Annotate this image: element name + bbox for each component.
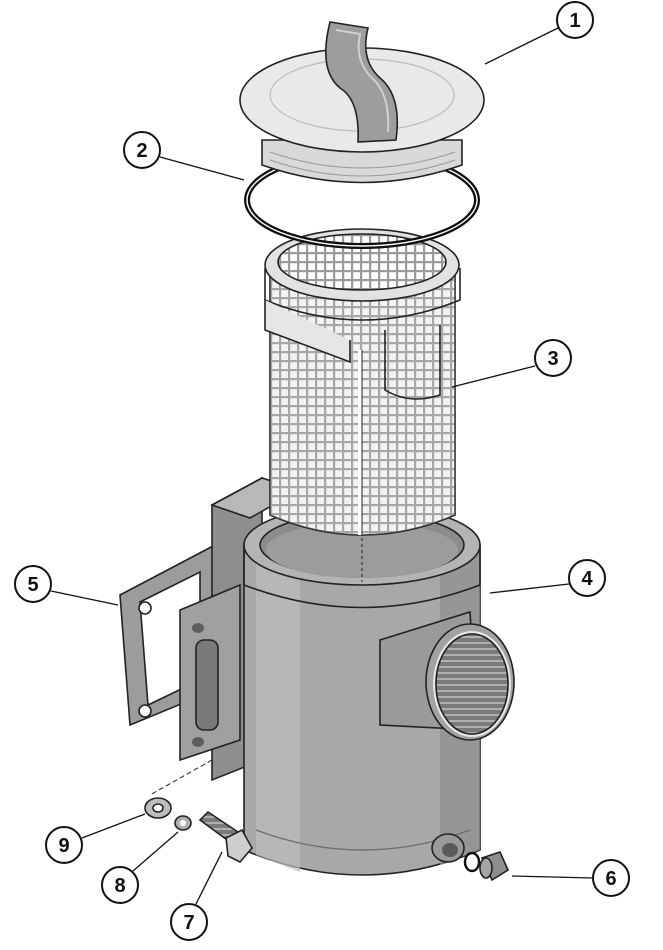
callout-circle-6: [592, 859, 630, 897]
callout-number-6: 6: [605, 868, 616, 890]
callout-number-1: 1: [569, 10, 580, 32]
callout-2: 2: [123, 131, 245, 181]
callout-number-3: 3: [547, 348, 558, 370]
callout-circle-3: [534, 339, 572, 377]
callout-leader-2: [159, 156, 245, 181]
callout-circle-1: [556, 1, 594, 39]
callout-leader-4: [489, 583, 570, 594]
lock-washer: [174, 815, 192, 831]
callout-number-4: 4: [581, 568, 593, 590]
callout-number-9: 9: [58, 835, 69, 857]
callout-circle-7: [170, 903, 208, 941]
callout-leader-5: [50, 590, 119, 606]
callout-leader-8: [132, 831, 179, 872]
callout-4: 4: [489, 559, 606, 597]
callout-leader-3: [451, 365, 536, 388]
callout-leader-7: [195, 851, 223, 905]
callout-8: 8: [101, 831, 179, 904]
callout-circle-9: [45, 826, 83, 864]
callout-number-5: 5: [27, 574, 38, 596]
callout-number-7: 7: [183, 912, 194, 934]
callout-7: 7: [170, 851, 223, 941]
lid: [239, 21, 485, 184]
callout-6: 6: [511, 859, 630, 897]
bolt: [198, 810, 253, 863]
callout-5: 5: [14, 565, 119, 606]
flat-washer: [144, 797, 172, 819]
callout-circle-2: [123, 131, 161, 169]
strainer-housing: [179, 476, 515, 876]
callout-circle-4: [568, 559, 606, 597]
callout-leader-9: [81, 813, 146, 839]
callout-leader-1: [484, 27, 559, 65]
callout-3: 3: [451, 339, 572, 388]
callout-number-2: 2: [136, 140, 147, 162]
callout-circle-8: [101, 866, 139, 904]
callout-9: 9: [45, 813, 146, 864]
callout-number-8: 8: [114, 875, 125, 897]
drain-plug: [463, 851, 510, 882]
callout-1: 1: [484, 1, 594, 65]
callout-circle-5: [14, 565, 52, 603]
callout-leader-6: [511, 875, 594, 879]
strainer-basket: [264, 228, 461, 536]
